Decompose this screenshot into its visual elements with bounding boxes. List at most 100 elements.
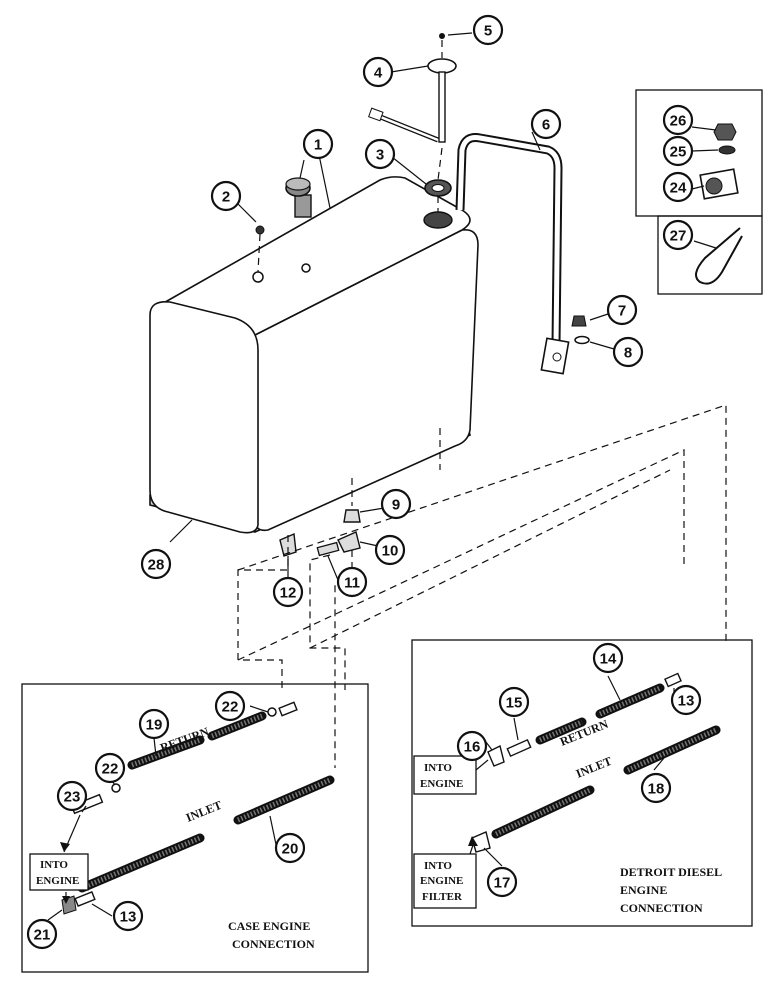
case-into-line2: ENGINE bbox=[36, 875, 79, 887]
case-panel-frame bbox=[21, 683, 369, 973]
leader-lines bbox=[47, 32, 719, 921]
detroit-into-line1: INTO bbox=[424, 762, 452, 774]
fuel-sender-head bbox=[427, 58, 457, 74]
callout-number: 14 bbox=[600, 651, 617, 668]
clip-24-loop bbox=[705, 177, 723, 195]
callout-5-4: 5 bbox=[472, 14, 504, 46]
callout-22-23: 22 bbox=[94, 752, 126, 784]
callout-number: 20 bbox=[282, 841, 299, 858]
callout-number: 27 bbox=[670, 228, 687, 245]
tank-top-plug bbox=[301, 263, 311, 273]
detroit-inlet-label: INLET bbox=[574, 754, 614, 781]
callout-number: 28 bbox=[148, 557, 165, 574]
callout-20-20: 20 bbox=[274, 832, 306, 864]
sender-screw-part bbox=[439, 33, 445, 39]
callout-number: 15 bbox=[506, 695, 523, 712]
callout-number: 17 bbox=[494, 875, 511, 892]
strap-nut-part bbox=[571, 315, 587, 327]
callout-number: 1 bbox=[314, 137, 322, 154]
callout-number: 26 bbox=[670, 113, 687, 130]
callout-number: 2 bbox=[222, 189, 230, 206]
callout-number: 7 bbox=[618, 303, 626, 320]
callout-number: 22 bbox=[222, 699, 239, 716]
detroit-diesel-panel: RETURN INLET INTO ENGINE INTO ENGINE FIL… bbox=[411, 639, 753, 927]
clamp-22b-part bbox=[267, 707, 277, 717]
cable-tie-27-part bbox=[695, 227, 743, 285]
inset-upper-box bbox=[635, 89, 763, 217]
callout-25-26: 25 bbox=[662, 135, 694, 167]
fuel-sender-tube bbox=[438, 71, 446, 143]
callout-21-21: 21 bbox=[26, 918, 58, 950]
callout-number: 21 bbox=[34, 927, 51, 944]
case-into-line1: INTO bbox=[40, 859, 68, 871]
callout-number: 13 bbox=[120, 909, 137, 926]
strap-hardware-inset bbox=[635, 89, 763, 295]
callout-9-8: 9 bbox=[380, 488, 412, 520]
callout-number: 4 bbox=[374, 65, 383, 82]
callout-number: 9 bbox=[392, 497, 400, 514]
detroit-filter-line1: INTO bbox=[424, 860, 452, 872]
callout-number: 6 bbox=[542, 117, 550, 134]
callout-number: 12 bbox=[280, 585, 297, 602]
callout-number: 19 bbox=[146, 717, 163, 734]
callout-4-3: 4 bbox=[362, 56, 394, 88]
callout-number: 11 bbox=[344, 575, 360, 592]
case-inlet-label: INLET bbox=[184, 798, 224, 825]
callout-24-25: 24 bbox=[662, 171, 694, 203]
callout-14-14: 14 bbox=[592, 642, 624, 674]
vent-plug-part bbox=[255, 225, 265, 235]
case-caption-line2: CONNECTION bbox=[232, 937, 315, 951]
callout-13-12: 13 bbox=[112, 900, 144, 932]
detroit-filter-line2: ENGINE bbox=[420, 875, 463, 887]
callout-number: 25 bbox=[670, 144, 687, 161]
elbow-16-part bbox=[487, 744, 505, 767]
fuel-tank bbox=[149, 176, 479, 534]
callout-13-13: 13 bbox=[670, 684, 702, 716]
sender-flange bbox=[423, 211, 453, 229]
callout-11-10: 11 bbox=[336, 566, 368, 598]
fuel-sender-float bbox=[368, 107, 384, 122]
callout-28-29: 28 bbox=[140, 548, 172, 580]
callout-number: 23 bbox=[64, 789, 81, 806]
connector-11-part bbox=[316, 541, 340, 557]
connector-15-part bbox=[506, 738, 532, 758]
tank-hardware bbox=[255, 33, 590, 557]
callout-22-22: 22 bbox=[214, 690, 246, 722]
callout-8-7: 8 bbox=[612, 336, 644, 368]
callout-18-18: 18 bbox=[640, 772, 672, 804]
callout-number: 16 bbox=[464, 739, 481, 756]
inset-lower-box bbox=[657, 215, 763, 295]
nut-26-part bbox=[713, 123, 737, 141]
washer-25-part bbox=[718, 145, 736, 155]
callout-number: 5 bbox=[484, 23, 492, 40]
inlet-hose-18 bbox=[491, 785, 595, 839]
fitting-9-part bbox=[343, 509, 361, 523]
strap-washer-part bbox=[574, 335, 590, 345]
callout-7-6: 7 bbox=[606, 294, 638, 326]
elbow-10-part bbox=[337, 531, 361, 553]
detroit-filter-line3: FILTER bbox=[422, 891, 463, 903]
case-caption-line1: CASE ENGINE bbox=[228, 919, 310, 933]
tank-front-face bbox=[149, 300, 259, 534]
callout-2-1: 2 bbox=[210, 180, 242, 212]
callout-19-19: 19 bbox=[138, 708, 170, 740]
detroit-caption-line2: ENGINE bbox=[620, 883, 667, 897]
elbow-12-part bbox=[279, 532, 297, 557]
connector-13-part bbox=[74, 891, 96, 907]
callout-6-5: 6 bbox=[530, 108, 562, 140]
gasket-hole bbox=[431, 184, 445, 192]
callout-layer: 1234567891011121313141516171819202122222… bbox=[26, 14, 702, 950]
callout-number: 13 bbox=[678, 693, 695, 710]
callout-15-15: 15 bbox=[498, 686, 530, 718]
callout-number: 10 bbox=[382, 543, 399, 560]
callout-number: 24 bbox=[670, 180, 687, 197]
case-into-engine-box bbox=[29, 853, 89, 891]
callout-10-9: 10 bbox=[374, 534, 406, 566]
callout-3-2: 3 bbox=[364, 138, 396, 170]
callout-12-11: 12 bbox=[272, 576, 304, 608]
detroit-into-engine-box bbox=[413, 755, 477, 795]
callout-number: 8 bbox=[624, 345, 632, 362]
callout-number: 3 bbox=[376, 147, 384, 164]
